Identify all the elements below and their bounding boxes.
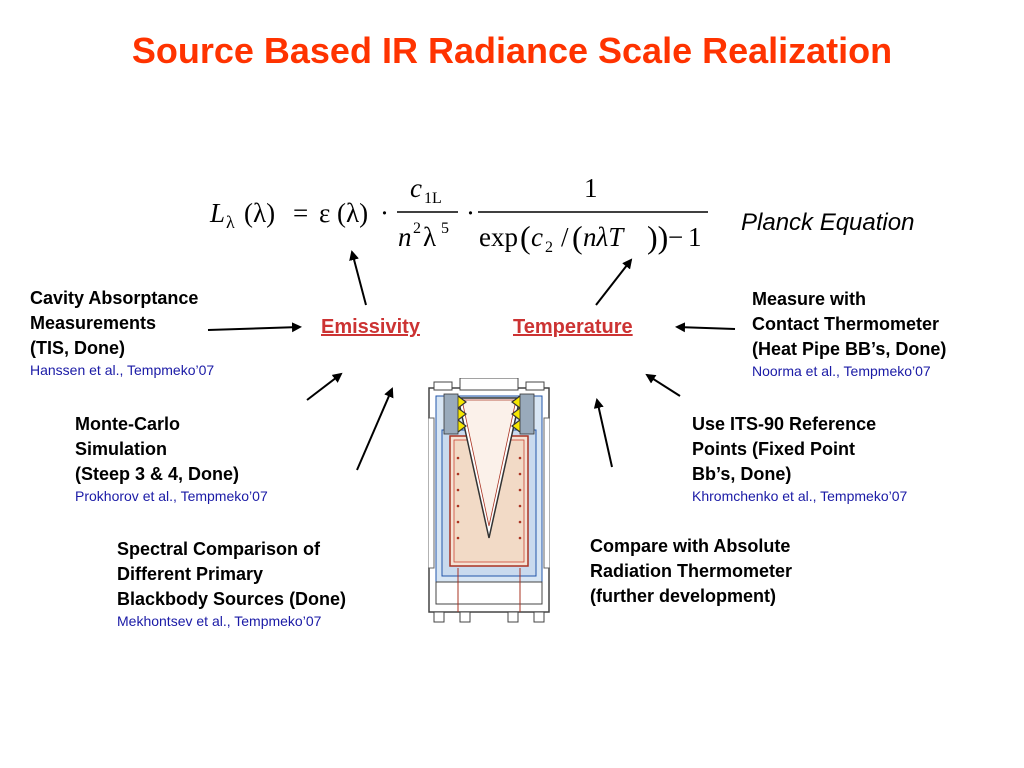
eq-L: L: [209, 198, 225, 228]
svg-text:(: (: [572, 219, 583, 255]
eq-c2: c: [531, 222, 543, 252]
note-line: Measurements: [30, 313, 157, 333]
note-contact-thermometer: Measure with Contact Thermometer (Heat P…: [752, 287, 946, 380]
note-line: Radiation Thermometer: [590, 561, 793, 581]
eq-equals: =: [293, 198, 308, 228]
arrow-temperature-to-equation: [595, 258, 633, 306]
eq-exp: exp: [479, 222, 518, 252]
arrow-spectral-to-emissivity: [356, 387, 394, 471]
note-line: Monte-Carlo: [75, 414, 180, 434]
arrow-emissivity-to-equation: [349, 250, 367, 306]
note-line: (Heat Pipe BB’s, Done): [752, 339, 947, 359]
eq-dot-1: ·: [380, 198, 389, 228]
note-reference: Hanssen et al., Tempmeko’07: [30, 362, 215, 378]
eq-minus: −: [668, 222, 683, 252]
note-reference: Prokhorov et al., Tempmeko’07: [75, 488, 268, 504]
note-its90-reference: Use ITS-90 Reference Points (Fixed Point…: [692, 412, 907, 505]
arrow-contact-to-temperature: [675, 322, 736, 333]
note-cavity-absorptance: Cavity Absorptance Measurements (TIS, Do…: [30, 286, 214, 379]
arrow-montecarlo-to-emissivity: [306, 372, 343, 401]
svg-text:)): )): [647, 219, 668, 255]
note-absolute-radiation-thermometer: Compare with Absolute Radiation Thermome…: [590, 534, 792, 609]
eq-dot-2: ·: [466, 198, 475, 228]
note-reference: Mekhontsev et al., Tempmeko’07: [117, 613, 322, 629]
eq-one: 1: [688, 222, 702, 252]
blackbody-cross-section-diagram: [428, 378, 550, 623]
note-line: Bb’s, Done): [692, 464, 792, 484]
note-spectral-comparison: Spectral Comparison of Different Primary…: [117, 537, 346, 630]
note-line: Compare with Absolute: [590, 536, 791, 556]
note-line: (further development): [590, 586, 777, 606]
note-reference: Noorma et al., Tempmeko’07: [752, 363, 931, 379]
note-line: Points (Fixed Point: [692, 439, 856, 459]
eq-c2-sub: 2: [545, 239, 553, 256]
note-line: Different Primary: [117, 564, 264, 584]
note-line: Cavity Absorptance: [30, 288, 199, 308]
note-line: Contact Thermometer: [752, 314, 940, 334]
note-line: (Steep 3 & 4, Done): [75, 464, 240, 484]
planck-equation-label: Planck Equation: [741, 209, 915, 236]
eq-nlt: nλT: [583, 222, 625, 252]
arrow-its90-to-temperature: [645, 373, 681, 397]
note-line: (TIS, Done): [30, 338, 125, 358]
emissivity-label: Emissivity: [321, 316, 420, 338]
eq-n-sup: 2: [413, 220, 421, 237]
note-monte-carlo: Monte-Carlo Simulation (Steep 3 & 4, Don…: [75, 412, 268, 505]
note-line: Blackbody Sources (Done): [117, 589, 347, 609]
eq-lambda: λ: [423, 222, 436, 252]
note-line: Simulation: [75, 439, 168, 459]
eq-c1-sub: 1L: [424, 190, 442, 207]
eq-lhs-arg: (λ): [244, 198, 275, 228]
note-line: Measure with: [752, 289, 867, 309]
planck-equation: L λ (λ) = ε (λ) · c 1L n 2 λ 5 · 1 exp (…: [209, 173, 708, 256]
eq-numerator-one: 1: [584, 173, 598, 203]
arrow-cavity-to-emissivity: [207, 322, 302, 333]
slide-title: Source Based IR Radiance Scale Realizati…: [131, 30, 893, 71]
eq-lambda-sup: 5: [441, 220, 449, 237]
eq-eps-arg: (λ): [337, 198, 368, 228]
eq-epsilon: ε: [319, 198, 330, 228]
note-reference: Khromchenko et al., Tempmeko’07: [692, 488, 908, 504]
note-line: Spectral Comparison of: [117, 539, 321, 559]
note-line: Use ITS-90 Reference: [692, 414, 877, 434]
eq-L-sub: λ: [226, 212, 235, 232]
svg-text:(: (: [520, 219, 531, 255]
eq-slash: /: [561, 222, 569, 252]
temperature-label: Temperature: [513, 316, 633, 338]
arrow-absolute-to-temperature: [593, 398, 613, 468]
eq-n: n: [398, 222, 412, 252]
eq-c1: c: [410, 173, 422, 203]
